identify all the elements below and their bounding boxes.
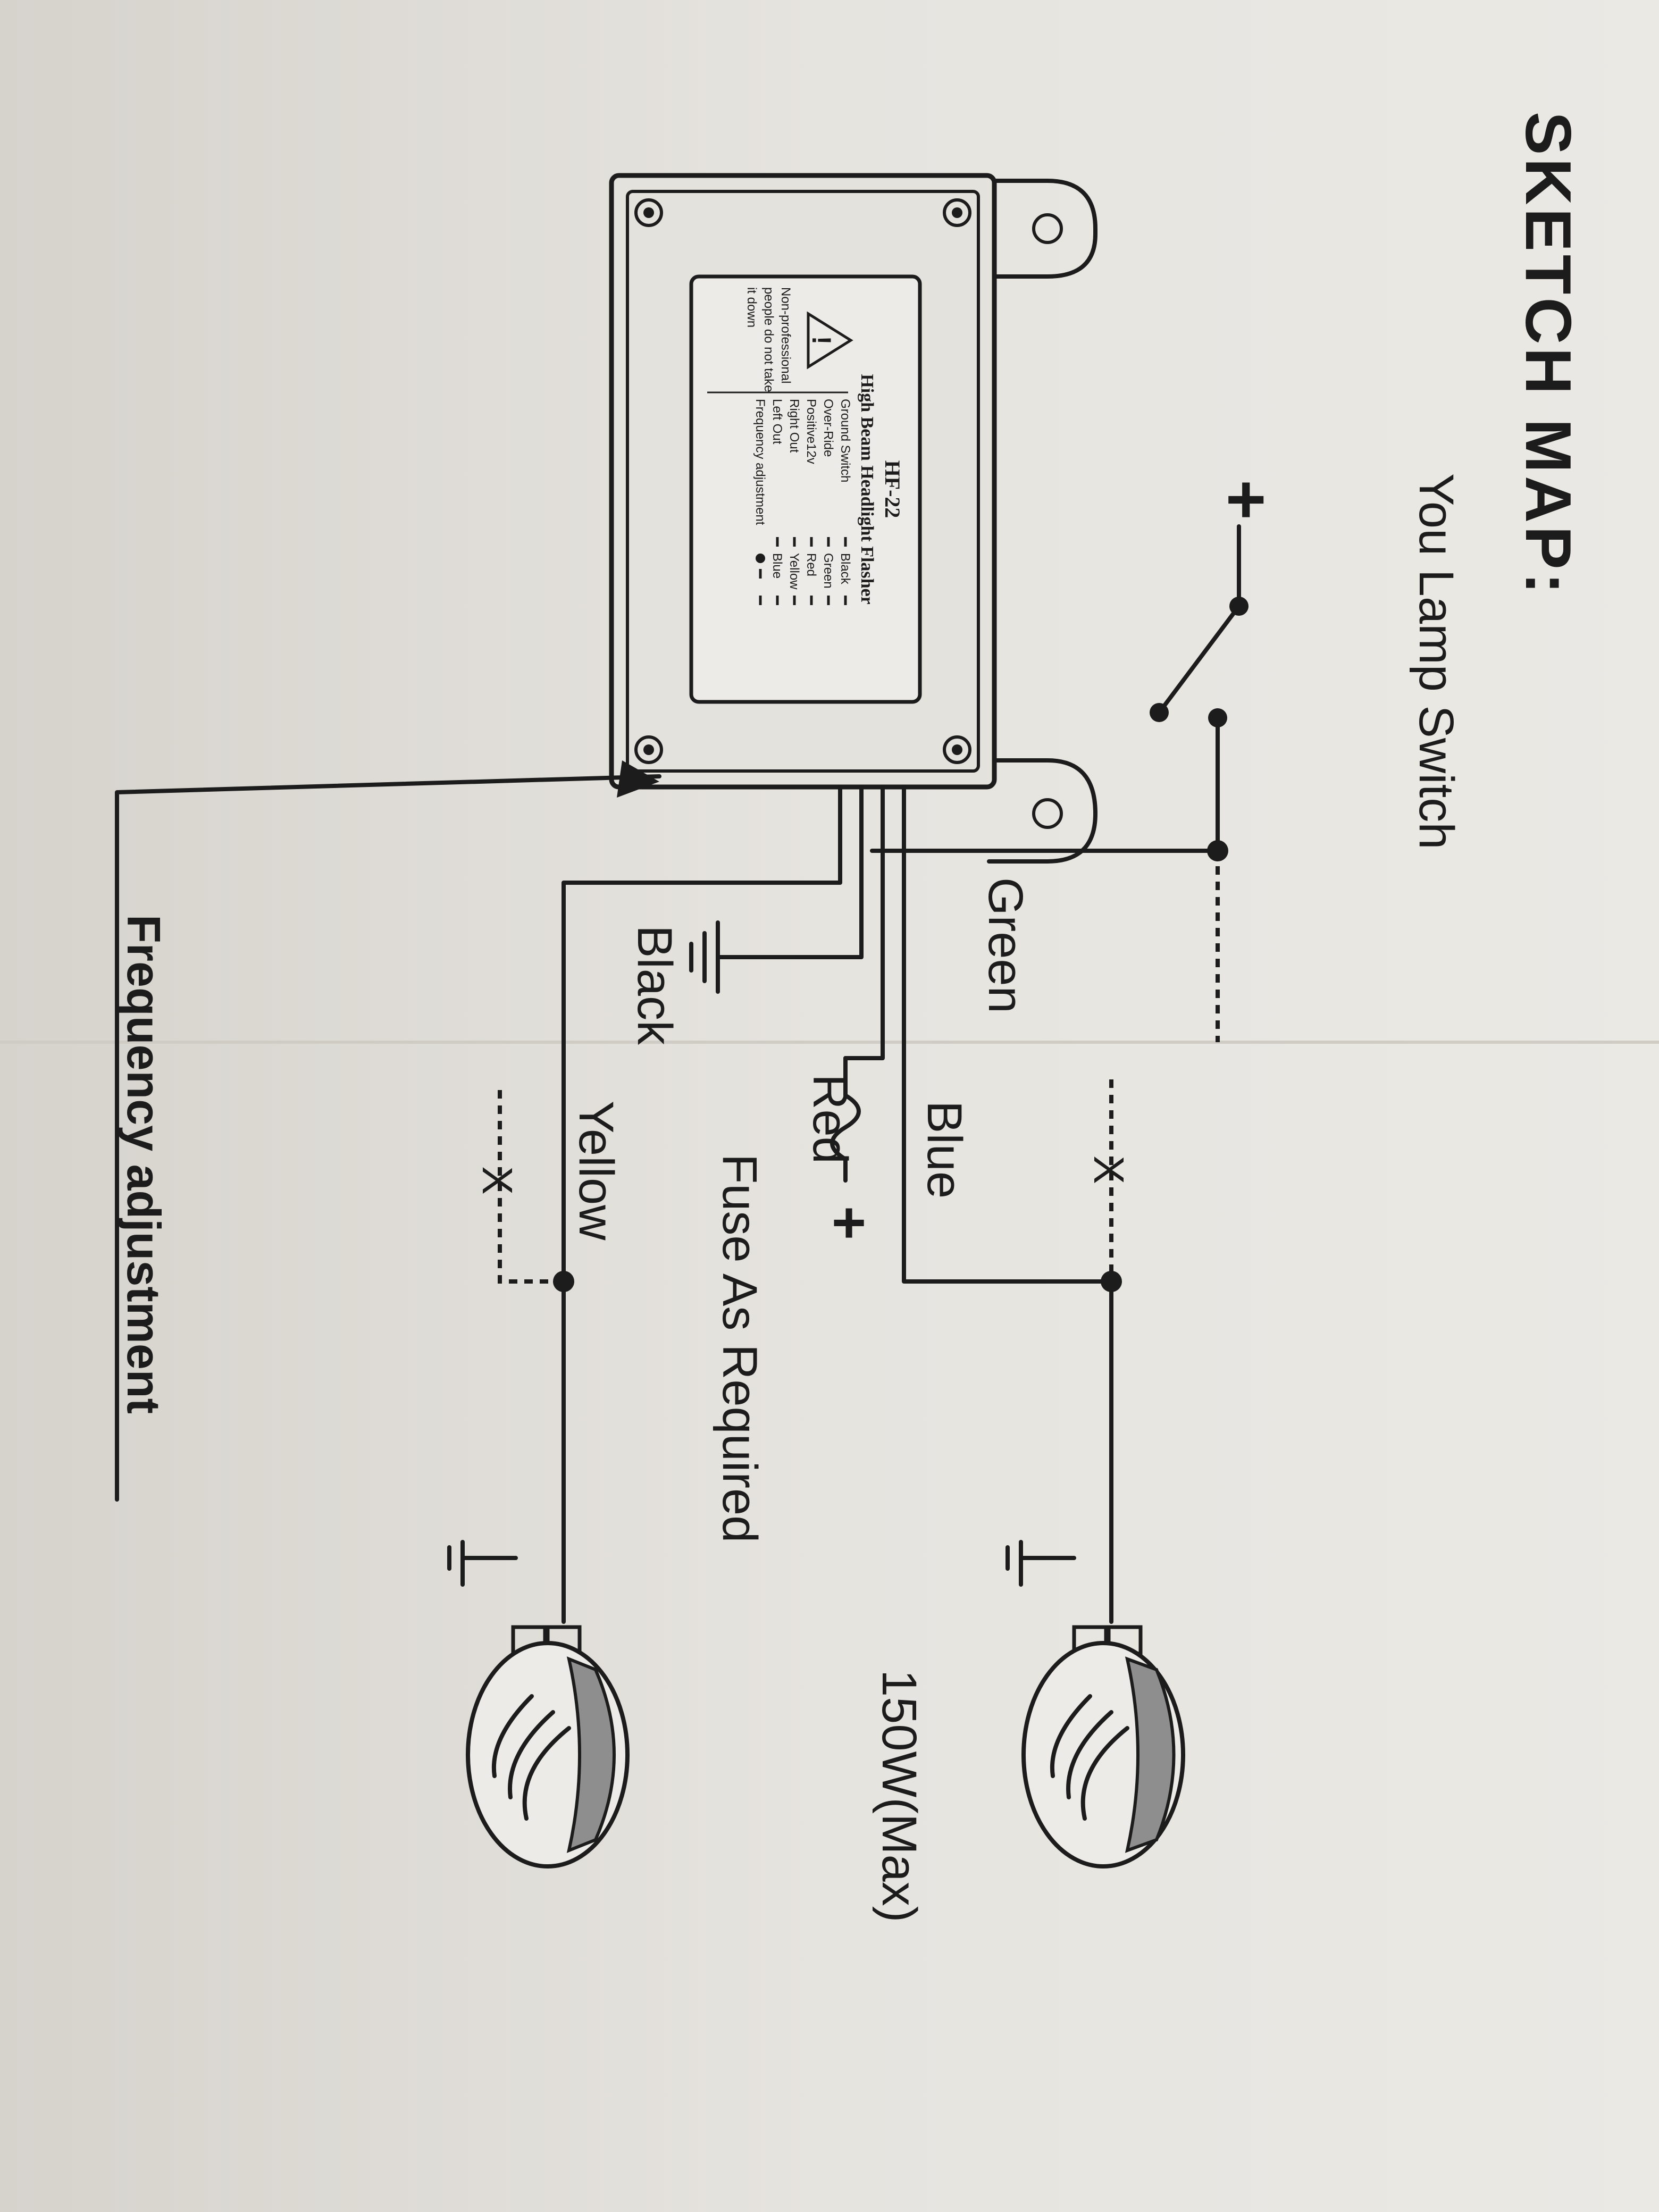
frequency-label: Frequency adjustment [118, 915, 170, 1414]
screw-icon [943, 198, 971, 227]
dashed-link [498, 1090, 564, 1284]
diagram-title: SKETCH MAP: [1512, 112, 1585, 597]
warning-text: Non-professional people do not take it d… [744, 287, 793, 392]
warning-line: Non-professional [778, 287, 793, 383]
wire-color-dashes [759, 537, 847, 605]
warning-triangle-icon: ! [807, 311, 853, 370]
wiring-function: Over-Ride [821, 399, 835, 457]
cut-mark-yellow: X [474, 1166, 521, 1194]
fuse-icon [830, 1056, 861, 1183]
ground-icon [447, 1540, 518, 1587]
wire-black [716, 785, 864, 959]
wiring-table: Ground Switch Black Over-Ride Green Posi… [753, 399, 852, 605]
cut-mark: X [1085, 1155, 1133, 1184]
wiring-color: Yellow [787, 553, 801, 590]
wire-blue [902, 785, 1113, 1284]
wire-yellow [562, 785, 842, 1284]
warning-line: people do not take [761, 287, 776, 392]
cut-mark-blue: X [1085, 1155, 1133, 1184]
power-label: 150W(Max) [872, 1670, 926, 1922]
mounting-tab-icon [987, 179, 1097, 279]
device-model: HF-22 [881, 460, 904, 518]
frequency-leader [115, 774, 661, 901]
wiring-color: Red [804, 553, 818, 576]
fuse-label: Fuse As Required [713, 1154, 767, 1543]
flasher-unit: HF-22 High Beam Headlight Flasher ! Non-… [609, 173, 1097, 864]
warning-line: it down [744, 287, 759, 328]
ground-icon [1006, 1540, 1076, 1587]
headlamp-icon [1021, 1625, 1185, 1869]
wiring-function: Positive12v [804, 399, 818, 464]
wire-label-blue: Blue [917, 1101, 971, 1199]
plus-sign: + [1208, 480, 1286, 520]
wire-red [843, 785, 885, 1060]
switch-icon [1150, 524, 1249, 853]
device-name: High Beam Headlight Flasher [857, 374, 877, 605]
fuse-plus-sign: + [817, 1206, 882, 1240]
device-housing-inner [626, 190, 980, 773]
wiring-color: Blue [770, 553, 784, 579]
screw-icon [634, 198, 663, 227]
wire-label-yellow: Yellow [569, 1101, 623, 1241]
mounting-hole [1032, 213, 1063, 244]
wiring-color: Black [838, 553, 852, 585]
frequency-arrow-icon [617, 760, 659, 798]
wiring-function: Left Out [770, 399, 784, 445]
wiring-function: Right Out [787, 399, 801, 453]
switch-label: You Lamp Switch [1409, 473, 1463, 849]
warning-glyph: ! [807, 336, 836, 345]
label-plate: HF-22 High Beam Headlight Flasher ! Non-… [689, 274, 922, 704]
wire-label-black: Black [627, 925, 682, 1045]
mounting-tab-icon [987, 758, 1097, 864]
wiring-function: Frequency adjustment [753, 399, 767, 525]
cut-mark: X [474, 1166, 521, 1194]
knob-icon [756, 554, 765, 563]
rotated-diagram: SKETCH MAP: HF-22 High Beam Hea [115, 112, 1585, 1922]
ground-icon [689, 920, 720, 994]
wire-label-red: Red [803, 1074, 857, 1164]
wire-label-green: Green [978, 877, 1033, 1013]
wiring-function: Ground Switch [838, 399, 852, 482]
screw-icon [634, 735, 663, 764]
wiring-color: Green [821, 553, 835, 589]
screw-icon [943, 735, 971, 764]
headlamp-icon [466, 1625, 630, 1869]
mounting-hole [1032, 798, 1063, 829]
